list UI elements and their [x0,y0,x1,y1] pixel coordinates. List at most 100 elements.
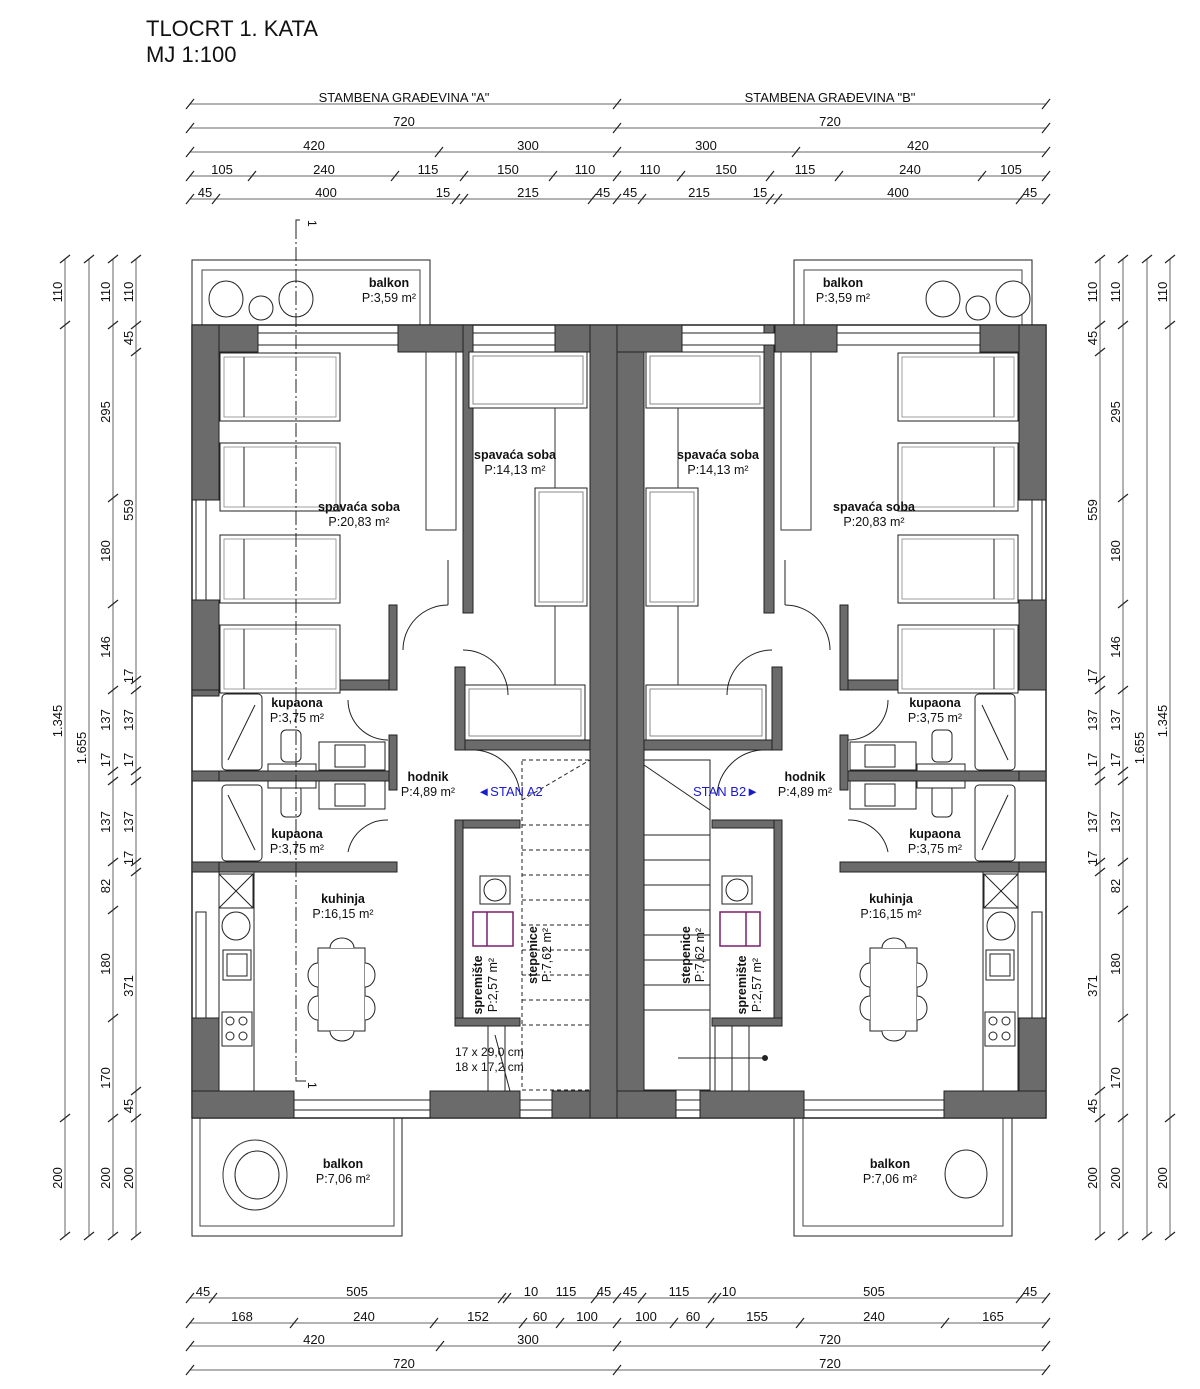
left-dimension-labels: 110 1.345 200 1.655 110 295 180 146 137 … [50,282,136,1189]
svg-text:82: 82 [1108,879,1123,893]
hallway-b-area: P:4,89 m² [778,785,832,799]
section-line-1-1: 1 1 [295,219,319,1089]
hallway-a-name: hodnik [408,770,449,784]
svg-text:110: 110 [640,162,661,177]
svg-text:420: 420 [907,138,929,153]
svg-text:505: 505 [863,1284,885,1299]
svg-text:115: 115 [556,1284,577,1299]
left-dimension-lines [64,259,137,1236]
svg-text:170: 170 [98,1067,113,1089]
svg-text:110: 110 [98,282,113,303]
balcony-bottom-b [793,1117,1013,1237]
bathroom-fixtures-a [221,693,386,862]
bathroom-2-a-area: P:3,75 m² [270,842,324,856]
svg-text:200: 200 [98,1167,113,1189]
svg-text:300: 300 [517,138,539,153]
svg-text:200: 200 [1155,1167,1170,1189]
stairs-b-name: stepenice [679,926,693,984]
svg-text:559: 559 [1085,499,1100,521]
bedroom-small-a-area: P:14,13 m² [484,463,545,477]
svg-text:110: 110 [121,282,136,303]
hallway-b-name: hodnik [785,770,826,784]
svg-text:60: 60 [533,1309,547,1324]
svg-text:45: 45 [121,331,136,345]
stan-a2-label: ◄STAN A2 [477,784,542,799]
svg-text:215: 215 [517,185,539,200]
svg-text:137: 137 [98,811,113,833]
balcony-top-b [793,259,1033,328]
windows [195,332,1043,1111]
kitchen-a-area: P:16,15 m² [312,907,373,921]
kitchen-a-name: kuhinja [321,892,366,906]
balcony-bottom-a-name: balkon [323,1157,363,1171]
bedroom-small-a-name: spavaća soba [474,448,557,462]
storage-fixtures-a [472,875,514,947]
stair-notes-a: 17 x 29,0 cm 18 x 17,2 cm [455,1045,524,1074]
svg-text:165: 165 [982,1309,1004,1324]
balcony-top-a-name: balkon [369,276,409,290]
room-labels-a: balkon P:3,59 m² spavaća soba P:20,83 m²… [270,276,557,1186]
svg-text:720: 720 [393,114,415,129]
svg-text:15: 15 [753,185,767,200]
svg-text:720: 720 [819,1332,841,1347]
bathroom-1-a-area: P:3,75 m² [270,711,324,725]
svg-text:371: 371 [121,975,136,997]
svg-text:110: 110 [1155,282,1170,303]
kitchen-fixtures-a [218,871,376,1092]
top-dimension-labels: STAMBENA GRAĐEVINA "A" STAMBENA GRAĐEVIN… [198,90,1037,200]
svg-text:1.345: 1.345 [1155,705,1170,738]
bedroom-large-b-name: spavaća soba [833,500,916,514]
svg-text:155: 155 [746,1309,768,1324]
svg-text:200: 200 [50,1167,65,1189]
storage-a-name: spremište [471,955,485,1014]
balcony-top-b-area: P:3,59 m² [816,291,870,305]
kitchen-b-name: kuhinja [869,892,914,906]
bedroom-large-a-area: P:20,83 m² [328,515,389,529]
svg-text:45: 45 [623,1284,637,1299]
svg-text:100: 100 [576,1309,598,1324]
svg-text:45: 45 [196,1284,210,1299]
svg-text:105: 105 [1000,162,1022,177]
svg-text:137: 137 [1108,709,1123,731]
svg-text:110: 110 [1108,282,1123,303]
stairs-a-name: stepenice [526,926,540,984]
right-dimension-labels: 110 45 559 17 137 17 137 17 371 45 200 1… [1085,282,1170,1189]
svg-text:137: 137 [121,709,136,731]
svg-text:240: 240 [353,1309,375,1324]
svg-text:STAMBENA GRAĐEVINA "B": STAMBENA GRAĐEVINA "B" [745,90,916,105]
balcony-top-b-name: balkon [823,276,863,290]
wardrobe-b [677,351,812,685]
doors-a [347,560,521,853]
bottom-dimension-labels: 45 505 10 115 45 45 115 10 505 45 168 24… [196,1284,1037,1371]
svg-text:720: 720 [819,1356,841,1371]
svg-text:10: 10 [722,1284,736,1299]
svg-text:215: 215 [688,185,710,200]
svg-text:17: 17 [1108,753,1123,767]
svg-text:45: 45 [1023,1284,1037,1299]
svg-text:17: 17 [1085,753,1100,767]
bathroom-2-a-name: kupaona [271,827,323,841]
right-dimension-lines [1099,259,1171,1236]
svg-text:371: 371 [1085,975,1100,997]
svg-text:110: 110 [50,282,65,303]
svg-text:17: 17 [98,753,113,767]
svg-text:137: 137 [1085,709,1100,731]
svg-text:45: 45 [1085,1099,1100,1113]
svg-text:400: 400 [887,185,909,200]
svg-text:720: 720 [819,114,841,129]
section-marker-top: 1 [305,220,319,227]
storage-fixtures-b [719,875,761,947]
svg-text:180: 180 [1108,953,1123,975]
svg-text:137: 137 [121,811,136,833]
bedroom-large-b-area: P:20,83 m² [843,515,904,529]
stair-note-1: 17 x 29,0 cm [455,1045,524,1059]
drawing-scale: MJ 1:100 [146,42,237,67]
svg-text:1.655: 1.655 [1132,732,1147,765]
bathroom-1-b-name: kupaona [909,696,961,710]
svg-text:45: 45 [597,1284,611,1299]
svg-text:240: 240 [863,1309,885,1324]
svg-text:15: 15 [436,185,450,200]
stairs-b [643,759,768,1091]
doors-b [716,560,889,853]
bedroom-small-b-area: P:14,13 m² [687,463,748,477]
